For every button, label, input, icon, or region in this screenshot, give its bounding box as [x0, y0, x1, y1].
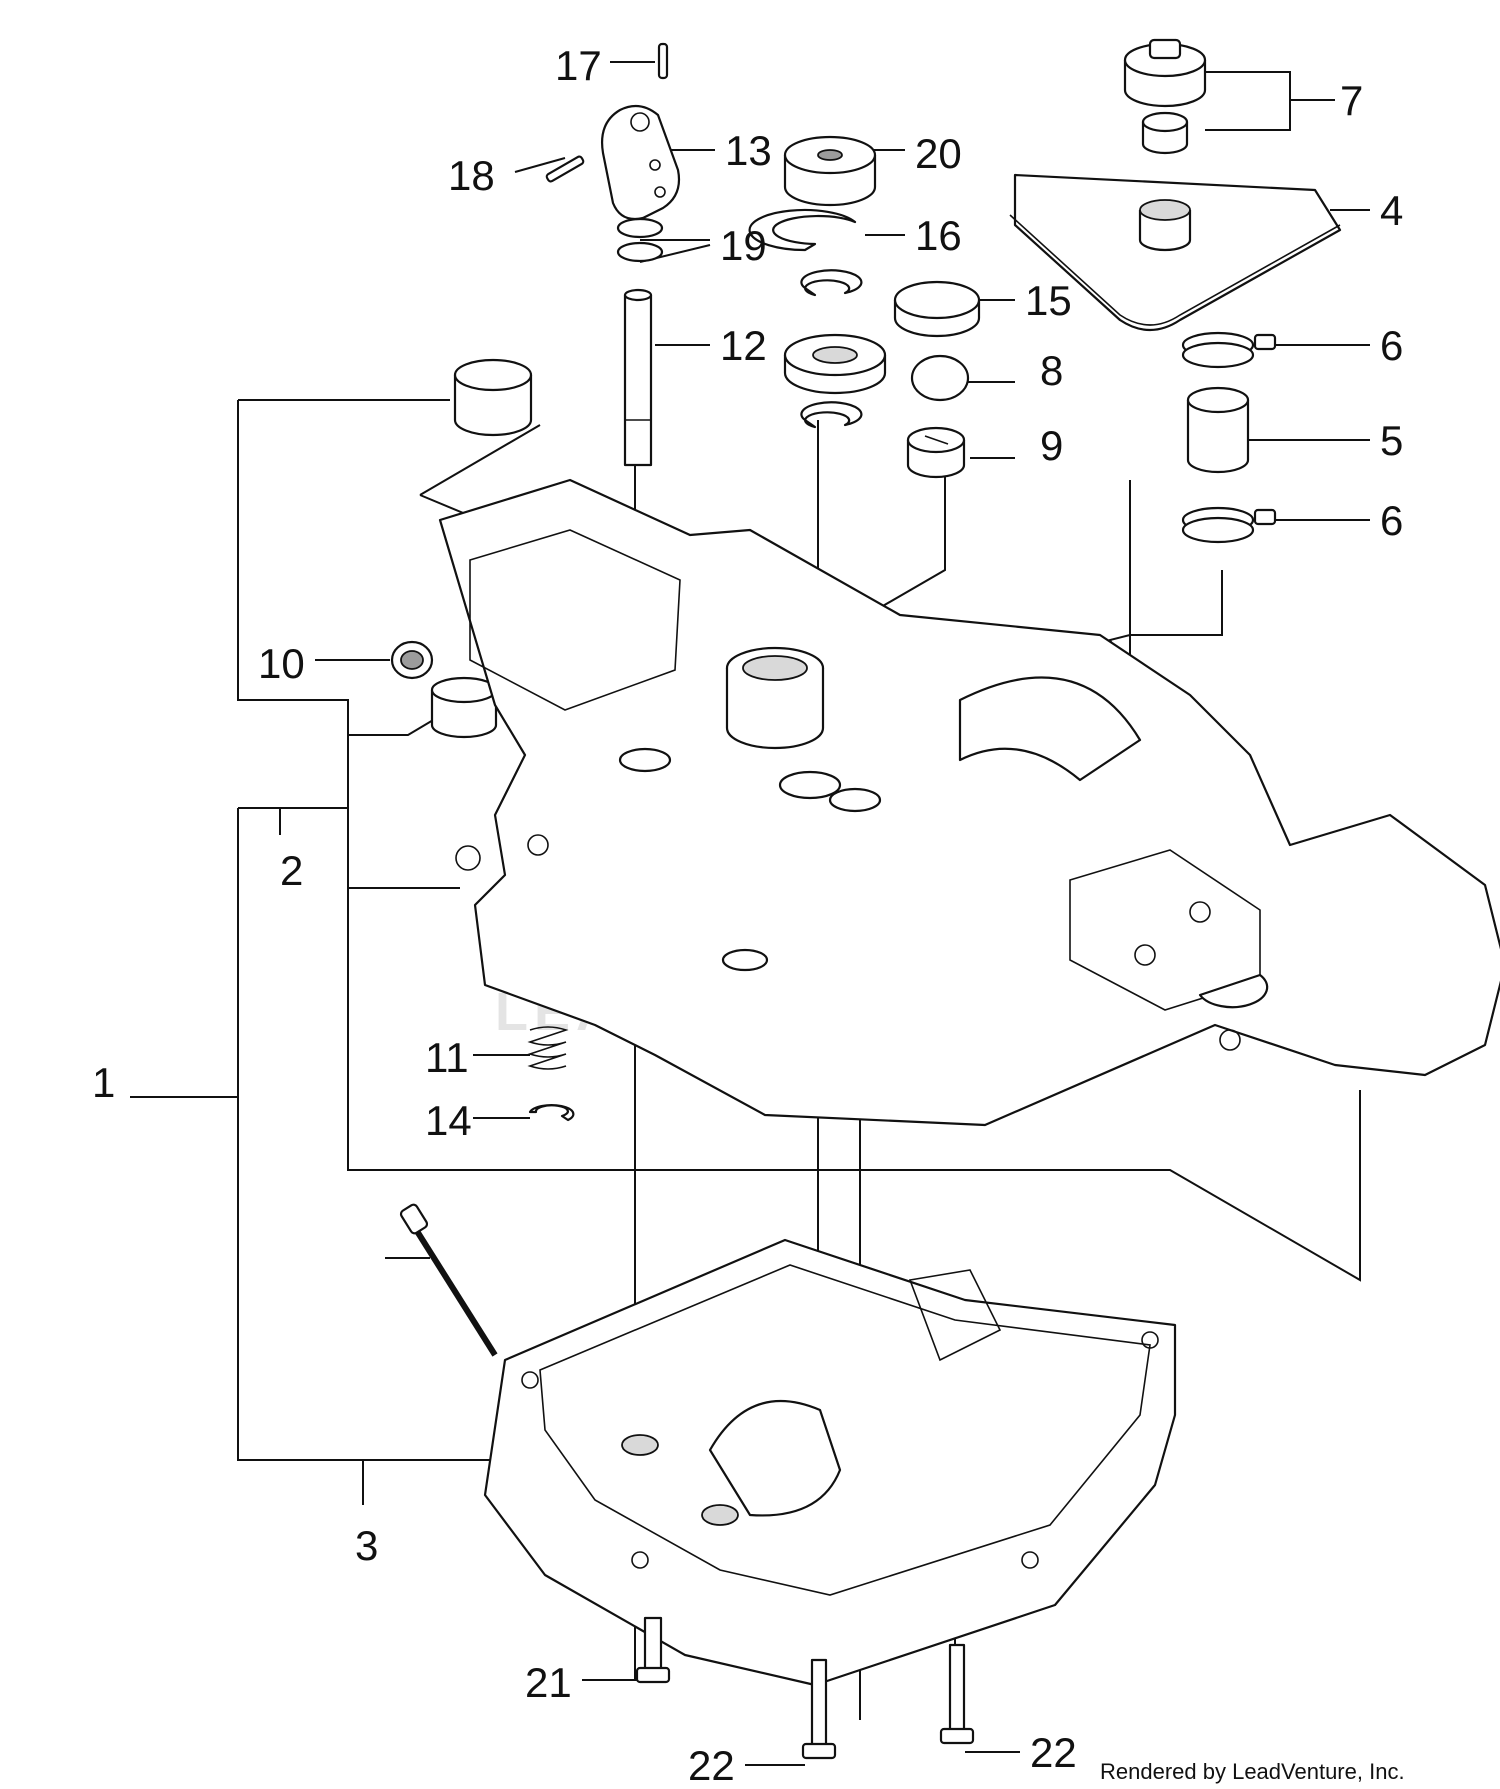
- callout-16: 16: [915, 212, 962, 259]
- callout-20: 20: [915, 130, 962, 177]
- callout-5: 5: [1380, 417, 1403, 464]
- callout-11: 11: [425, 1034, 469, 1081]
- callout-22-right: 22: [1030, 1729, 1077, 1776]
- part-21-bolt: [635, 1616, 671, 1684]
- part-13-lever: [601, 104, 681, 221]
- part-6-hose-clamp-lower: [1181, 506, 1277, 544]
- callout-3: 3: [355, 1522, 378, 1569]
- part-7-cap-and-plug: [1123, 38, 1207, 155]
- callout-18: 18: [448, 152, 495, 199]
- callout-8: 8: [1040, 347, 1063, 394]
- callout-6-upper: 6: [1380, 322, 1403, 369]
- part-12-shaft: [623, 288, 653, 467]
- part-6-hose-clamp-upper: [1181, 331, 1277, 369]
- dipstick: [399, 1203, 498, 1357]
- part-4-reservoir: [1009, 173, 1342, 331]
- callout-7: 7: [1340, 77, 1363, 124]
- part-11-spring: [527, 1026, 569, 1070]
- part-10-seal: [390, 640, 434, 680]
- callout-2: 2: [280, 847, 303, 894]
- callout-14: 14: [425, 1097, 472, 1144]
- callout-12: 12: [720, 322, 767, 369]
- part-9-valve: [906, 426, 966, 479]
- bushing-left: [430, 676, 498, 739]
- part-8-disc: [910, 354, 970, 402]
- callout-1: 1: [92, 1059, 115, 1106]
- part-19-o-rings: [616, 217, 664, 263]
- part-5-hose: [1186, 386, 1250, 474]
- credit-text: Rendered by LeadVenture, Inc.: [1100, 1759, 1405, 1784]
- callout-15: 15: [1025, 277, 1072, 324]
- callout-labels: 1 2 3 4 5 6 6 7 8 9 10 11 12 13 14 15 16…: [92, 42, 1403, 1789]
- callout-22-left: 22: [688, 1742, 735, 1789]
- callout-9: 9: [1040, 422, 1063, 469]
- part-2-upper-housing: [438, 478, 1500, 1127]
- part-20-bushing: [783, 135, 877, 207]
- part-16-snap-ring: [748, 208, 857, 252]
- part-14-clip: [528, 1104, 575, 1122]
- callout-19: 19: [720, 222, 767, 269]
- part-15-cap: [893, 280, 981, 338]
- callout-21: 21: [525, 1659, 572, 1706]
- part-3-lower-housing: [483, 1238, 1177, 1687]
- callout-17: 17: [555, 42, 602, 89]
- callout-10: 10: [258, 640, 305, 687]
- part-22-bolt-right: [939, 1643, 975, 1745]
- callout-6-lower: 6: [1380, 497, 1403, 544]
- bearing-assembly: [783, 269, 887, 429]
- callout-4: 4: [1380, 187, 1403, 234]
- callout-13: 13: [725, 127, 772, 174]
- part-17-pin: [657, 42, 669, 80]
- bushing-upper-left: [453, 358, 533, 437]
- part-18-pin: [545, 155, 585, 183]
- part-22-bolt-center: [801, 1658, 837, 1760]
